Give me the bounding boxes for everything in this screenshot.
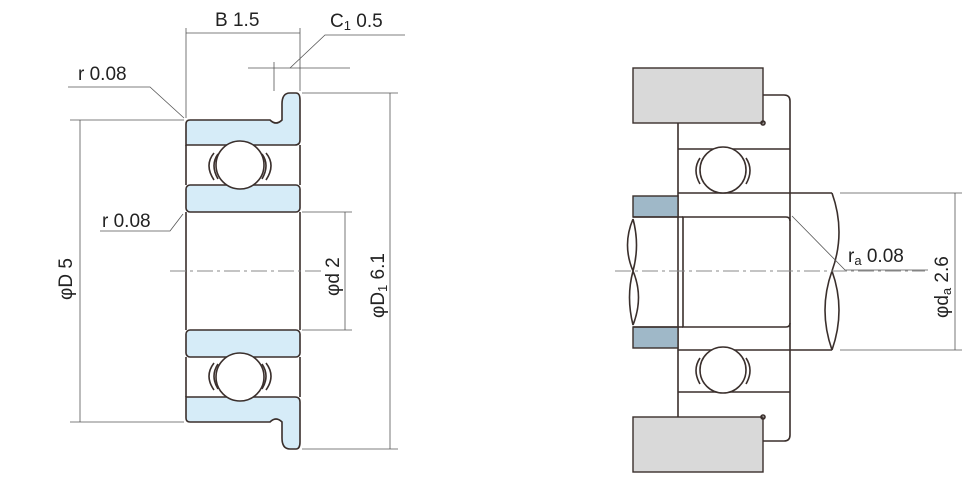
mounting-section [615,67,925,473]
cage-icon [208,362,272,391]
dimension-value: 0.08 [867,246,904,267]
chamfer-top-dimension: r 0.08 [78,64,127,85]
dimension-label: r [78,64,85,85]
bearing-outline [763,94,791,442]
dimension-value: 0.5 [356,11,382,32]
dimension-label: φd [932,295,953,318]
dimension-subscript: a [854,253,862,268]
dimension-lines-left [68,28,405,450]
dimension-label: φD [56,274,77,300]
dimension-label: φd [323,273,344,296]
dimension-value: 0.08 [90,64,127,85]
flange-diameter-dimension: φD1 6.1 [368,253,390,318]
ball-top [215,140,265,190]
spacer-bottom [632,326,679,349]
chamfer-inner-dimension: r 0.08 [102,211,151,232]
dimension-subscript: 1 [375,285,390,292]
dimension-value: 2 [323,257,344,268]
flanged-bearing-section [170,92,322,450]
outer-ring-bottom [185,396,301,450]
dimension-lines-right [791,192,962,351]
inner-ring-edge [682,216,791,328]
ball-bottom [699,346,747,394]
ball-top [699,146,747,194]
dimension-label: B [215,10,228,31]
flange-width-leader [289,34,405,69]
cage-icon [208,152,272,181]
dimension-value: 5 [56,258,77,269]
dimension-value: 6.1 [368,253,389,279]
flange-width-dimension: C1 0.5 [330,11,383,33]
ball-bottom [215,352,265,402]
shaft-break-left [626,218,640,326]
spacer-top [632,195,679,218]
housing-corner-mark [760,120,766,126]
width-dimension: B 1.5 [215,10,259,31]
chamfer-top-leader [68,86,185,119]
dimension-value: 0.08 [114,211,151,232]
housing-bottom [632,416,764,473]
dimension-label: C [330,11,344,32]
shoulder-diameter-dimension: φda 2.6 [932,256,954,318]
bore-dimension: φd 2 [323,257,344,296]
housing-corner-mark [760,414,766,420]
dimension-subscript: a [939,287,954,295]
dimension-label: φD [368,292,389,318]
dimension-label: r [848,246,855,267]
outer-ring-top [185,92,301,146]
dimension-subscript: 1 [344,18,351,33]
fillet-radius-leader [791,215,928,271]
dimension-label: r [102,211,109,232]
shaft-break-right [824,192,840,351]
outer-diameter-dimension: φD 5 [56,258,77,300]
chamfer-inner-leader [100,213,184,232]
fillet-radius-dimension: ra 0.08 [848,246,904,268]
dimension-value: 1.5 [233,10,259,31]
dimension-value: 2.6 [932,256,953,282]
housing-top [632,67,764,124]
